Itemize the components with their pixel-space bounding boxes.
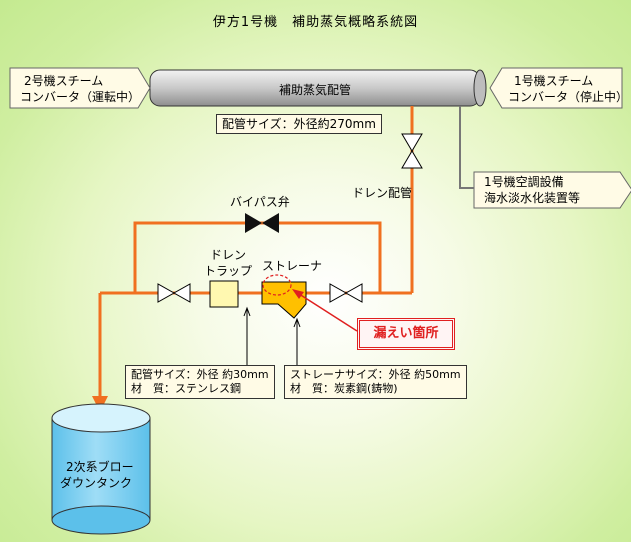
header-pipe	[149, 69, 487, 107]
leak-arrow	[292, 289, 358, 332]
strainer-spec-box: ストレーナサイズ：外径 約50mm 材 質：炭素鋼(鋳物)	[284, 365, 467, 399]
left-valve-icon	[157, 283, 191, 303]
drain-valve-icon	[401, 133, 423, 169]
diagram-title: 伊方1号機 補助蒸気概略系統図	[212, 15, 419, 30]
unit1-converter-line1: 1号機スチーム	[514, 74, 594, 88]
trap-spec-material: 材 質：ステンレス鋼	[131, 382, 241, 395]
tank-label2: ダウンタンク	[60, 476, 133, 490]
header-pipe-label: 補助蒸気配管	[278, 83, 351, 97]
trap-spec-size: 配管サイズ：外径 約30mm	[131, 368, 269, 381]
seawater-line2: 海水淡水化装置等	[484, 191, 581, 205]
tank-label1: 2次系ブロー	[66, 460, 134, 474]
drain-trap-icon	[209, 280, 239, 308]
unit1-converter-line2: コンバータ（停止中）	[508, 90, 629, 104]
callout-lines	[243, 306, 301, 365]
drain-trap-label2: トラップ	[204, 264, 253, 278]
bypass-valve-label: バイパス弁	[230, 195, 290, 209]
drain-pipe-label: ドレン配管	[352, 186, 413, 200]
drain-trap-label1: ドレン	[210, 248, 247, 262]
blowdown-tank-icon	[51, 403, 151, 535]
strainer-spec-size: ストレーナサイズ：外径 約50mm	[290, 368, 461, 381]
unit2-converter-line2: コンバータ（運転中）	[20, 90, 141, 104]
bypass-valve-icon	[245, 213, 279, 233]
trap-spec-box: 配管サイズ：外径 約30mm 材 質：ステンレス鋼	[125, 365, 275, 399]
seawater-line1: 1号機空調設備	[484, 175, 564, 189]
leak-point-label: 漏えい箇所	[357, 318, 455, 350]
orange-piping	[98, 106, 414, 396]
strainer-label: ストレーナ	[262, 259, 323, 273]
strainer-spec-material: 材 質：炭素鋼(鋳物)	[290, 382, 398, 395]
unit2-converter-line1: 2号機スチーム	[24, 74, 104, 88]
converter-arrows	[9, 67, 631, 209]
pipe-size-label: 配管サイズ：外径約270mm	[216, 114, 382, 134]
seawater-line	[459, 106, 474, 189]
right-valve-icon	[329, 283, 363, 303]
